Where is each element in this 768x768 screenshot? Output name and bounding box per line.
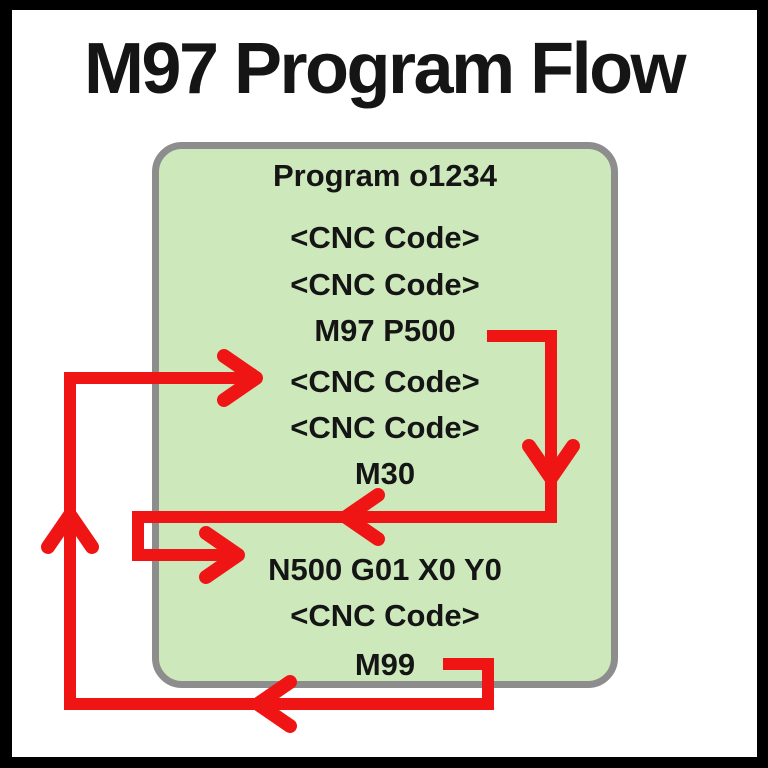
program-header: Program o1234 — [273, 158, 497, 193]
arrow-left-icon — [251, 675, 297, 733]
code-line-m97-p500: M97 P500 — [314, 313, 456, 348]
code-line-cnc-2: <CNC Code> — [290, 267, 480, 302]
page-title: M97 Program Flow — [83, 29, 687, 109]
code-line-cnc-4: <CNC Code> — [290, 410, 480, 445]
code-line-m30: M30 — [354, 456, 416, 491]
code-line-cnc-5: <CNC Code> — [290, 598, 480, 633]
arrow-up-icon — [41, 508, 99, 554]
code-line-m99: M99 — [354, 647, 416, 682]
code-line-n500: N500 G01 X0 Y0 — [268, 552, 502, 587]
code-line-cnc-3: <CNC Code> — [290, 364, 480, 399]
code-line-cnc-1: <CNC Code> — [290, 220, 480, 255]
